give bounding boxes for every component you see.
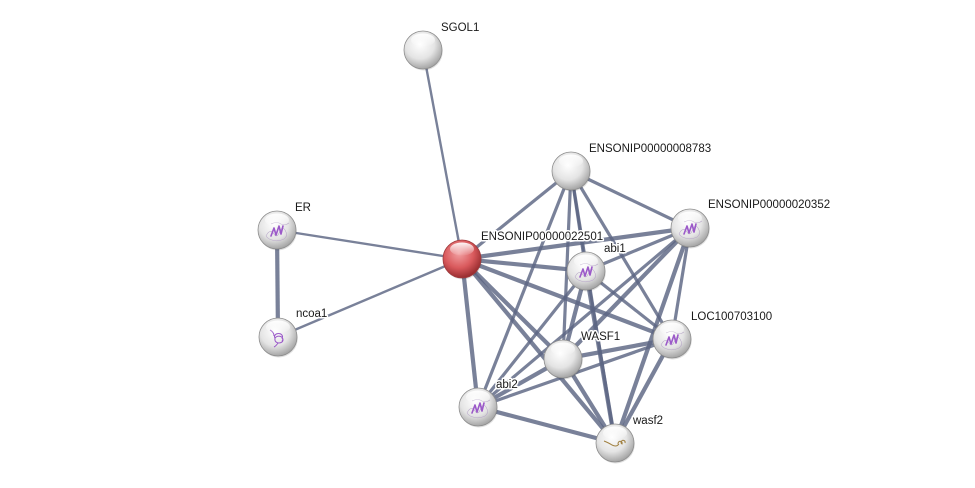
node-label: ER	[295, 202, 311, 214]
node-label: ENSONIP00000020352	[708, 199, 830, 211]
node-label: SGOL1	[441, 22, 479, 34]
edge-abi1-wasf2[interactable]	[583, 270, 618, 444]
node-ensonip00000008783[interactable]: ENSONIP00000008783	[551, 142, 713, 192]
node-ncoa1[interactable]: ncoa1	[258, 307, 329, 358]
node-highlight	[574, 254, 598, 268]
node-ensonip00000022501[interactable]: ENSONIP00000022501	[442, 230, 605, 280]
edge-loc100703100-wasf2[interactable]	[613, 337, 674, 445]
node-wasf1[interactable]: WASF1	[543, 330, 622, 380]
node-highlight	[411, 33, 435, 47]
node-er[interactable]: ER	[257, 201, 312, 251]
edge-ensonip00000022501-ensonip00000020352[interactable]	[461, 225, 691, 262]
edge-ensonip00000020352-wasf1[interactable]	[561, 226, 692, 361]
node-highlight	[450, 242, 474, 256]
edge-ensonip00000020352-wasf2[interactable]	[613, 227, 692, 444]
node-label: abi1	[604, 243, 626, 255]
node-highlight	[551, 342, 575, 356]
edge-er-ensonip00000022501[interactable]	[276, 228, 463, 261]
node-highlight	[466, 390, 490, 404]
node-label: ENSONIP00000022501	[481, 231, 603, 243]
node-highlight	[603, 426, 627, 440]
node-label: abi2	[496, 379, 518, 391]
node-highlight	[678, 211, 702, 225]
edge-ensonip00000020352-abi2[interactable]	[476, 226, 692, 409]
node-wasf2[interactable]: wasf2	[595, 414, 665, 464]
node-label: ncoa1	[296, 308, 327, 320]
node-highlight	[660, 322, 684, 336]
node-abi2[interactable]: abi2	[458, 378, 519, 428]
nodes-layer: SGOL1ENSONIP00000008783ENSONIP0000002035…	[257, 21, 832, 464]
edge-abi1-abi2[interactable]	[476, 270, 588, 408]
edge-ensonip00000008783-ensonip00000020352[interactable]	[570, 169, 691, 230]
edge-abi2-wasf2[interactable]	[477, 404, 616, 446]
edges-layer	[274, 49, 692, 446]
node-label: ENSONIP00000008783	[589, 143, 711, 155]
node-loc100703100[interactable]: LOC100703100	[652, 310, 774, 360]
helix-small-icon	[603, 439, 626, 447]
edge-sgol1-ensonip00000022501[interactable]	[421, 49, 464, 260]
node-label: LOC100703100	[691, 311, 772, 323]
node-abi1[interactable]: abi1	[566, 242, 627, 292]
node-highlight	[265, 213, 289, 227]
edge-ensonip00000022501-ensonip00000008783[interactable]	[460, 169, 573, 261]
node-highlight	[559, 154, 583, 168]
edge-ncoa1-ensonip00000022501[interactable]	[277, 257, 463, 339]
node-label: WASF1	[581, 331, 620, 343]
node-label: wasf2	[632, 415, 663, 427]
edge-ensonip00000008783-wasf1[interactable]	[561, 170, 573, 360]
edge-ensonip00000008783-abi2[interactable]	[476, 170, 573, 408]
node-ensonip00000020352[interactable]: ENSONIP00000020352	[670, 198, 832, 249]
node-sgol1[interactable]: SGOL1	[403, 21, 481, 71]
edge-ensonip00000022501-abi2[interactable]	[459, 258, 481, 408]
edge-ensonip00000022501-wasf1[interactable]	[460, 257, 565, 361]
node-highlight	[266, 320, 290, 334]
edge-ensonip00000022501-wasf2[interactable]	[460, 257, 617, 445]
